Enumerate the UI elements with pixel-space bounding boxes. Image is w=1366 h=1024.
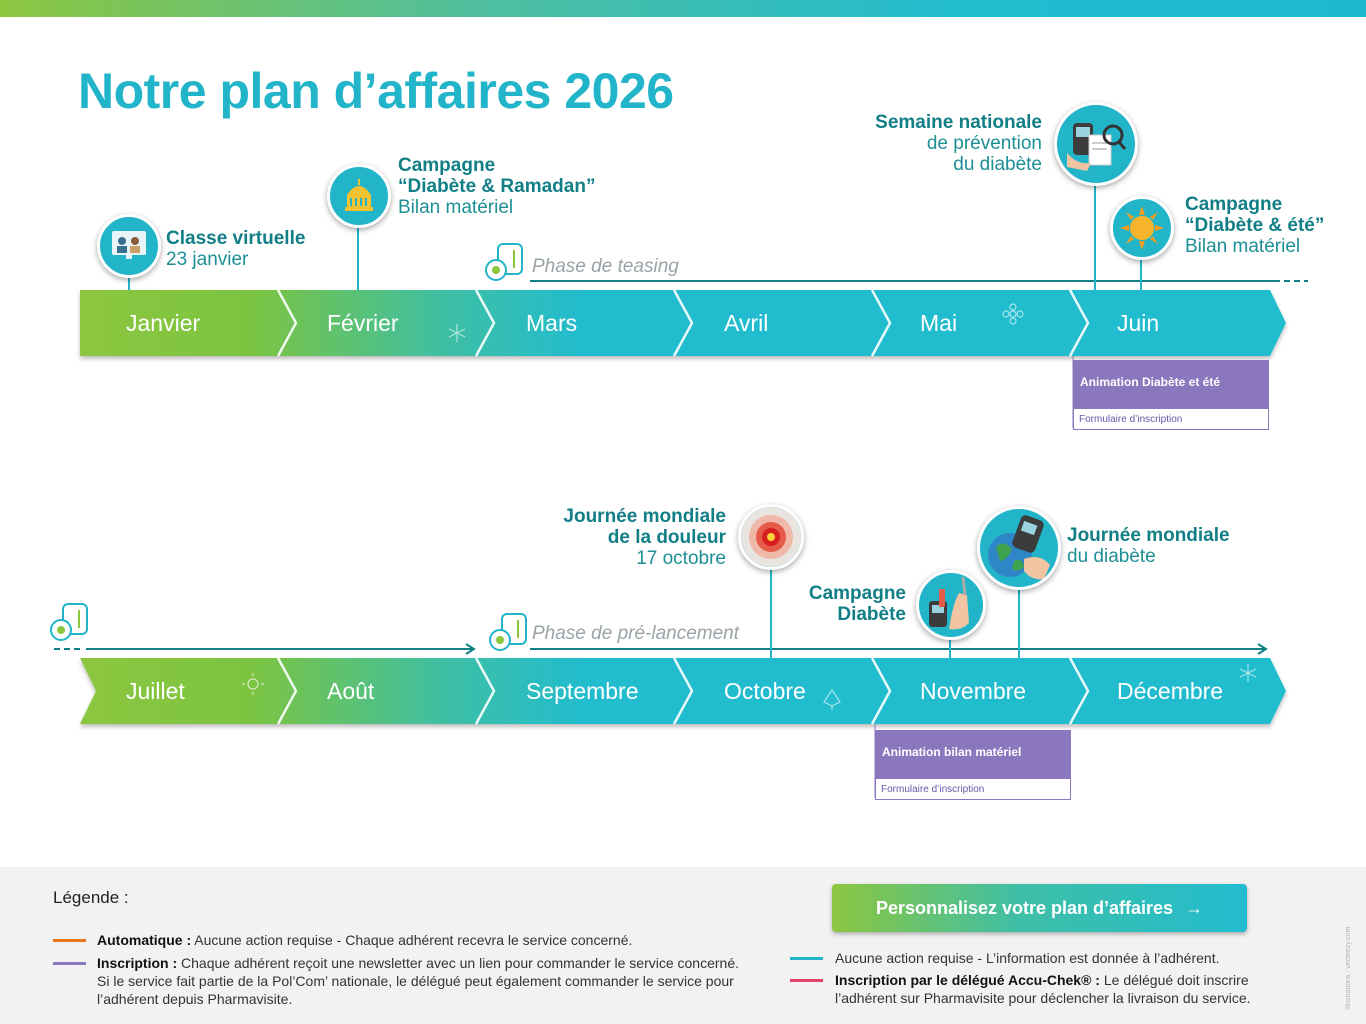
event-campagne-ete: Campagne “Diabète & été” Bilan matériel <box>1185 194 1324 257</box>
month-juillet: Juillet <box>126 678 185 704</box>
month-mai: Mai <box>920 310 958 336</box>
event-subtitle: du diabète <box>1067 546 1156 567</box>
legend-label: Automatique : <box>97 932 192 948</box>
event-campagne-diabete: Campagne Diabète <box>780 583 906 625</box>
launch-icon <box>50 603 88 641</box>
animation-box-diabete-ete: Animation Diabète et été Formulaire d’in… <box>1073 360 1269 430</box>
legend-line-purple <box>53 962 86 965</box>
legend-label: Inscription : <box>97 955 178 971</box>
animation-title: Animation Diabète et été <box>1074 361 1268 409</box>
event-subtitle: Bilan matériel <box>398 197 514 218</box>
cta-label: Personnalisez votre plan d’affaires <box>875 897 1174 918</box>
month-mars: Mars <box>526 310 578 336</box>
event-title: “Diabète & été” <box>1185 215 1325 236</box>
legend-text: Aucune action requise - L’information es… <box>835 950 1220 966</box>
animation-box-bilan-materiel: Animation bilan matériel Formulaire d’in… <box>875 730 1071 800</box>
arrow-right-icon: → <box>1185 897 1204 918</box>
event-subtitle: du diabète <box>953 154 1042 175</box>
legend-text: Le délégué doit inscrire <box>1103 972 1249 988</box>
illustration-credit: Illustrations : vecteezy.com <box>1345 926 1352 1010</box>
event-subtitle: de prévention <box>926 133 1042 154</box>
flower-icon <box>1002 303 1024 325</box>
month-janvier: Janvier <box>126 310 201 336</box>
month-decembre: Décembre <box>1117 678 1224 704</box>
legend-line-pink <box>790 979 823 982</box>
personalize-plan-button[interactable]: Personnalisez votre plan d’affaires → <box>832 884 1247 932</box>
pain-target-icon <box>738 504 804 570</box>
event-date: 23 janvier <box>166 249 249 270</box>
legend-information: Aucune action requise - L’information es… <box>835 949 1219 967</box>
month-aout: Août <box>327 678 375 704</box>
event-date: 17 octobre <box>636 548 726 569</box>
event-subtitle: Bilan matériel <box>1185 236 1301 257</box>
timeline-bar-row2 <box>80 658 1286 724</box>
event-title: Journée mondiale <box>563 506 726 527</box>
event-title: Campagne <box>1185 194 1283 215</box>
legend-title: Légende : <box>53 888 129 907</box>
page-title: Notre plan d’affaires 2026 <box>78 63 674 119</box>
mosque-icon <box>327 164 391 228</box>
event-title: “Diabète & Ramadan” <box>398 176 596 197</box>
registration-form-link[interactable]: Formulaire d’inscription <box>881 784 985 795</box>
leaf-icon <box>823 688 841 710</box>
animation-title: Animation bilan matériel <box>876 731 1070 779</box>
legend-text: l’adhérent sur Pharmavisite pour déclenc… <box>835 990 1251 1006</box>
event-title: Campagne <box>808 583 906 604</box>
phase-label-pre-lancement: Phase de pré-lancement <box>532 623 740 644</box>
globe-meter-icon <box>977 506 1061 590</box>
legend-inscription: Inscription : Chaque adhérent reçoit une… <box>97 954 757 1008</box>
event-campagne-ramadan: Campagne “Diabète & Ramadan” Bilan matér… <box>398 155 595 218</box>
event-title: de la douleur <box>607 527 726 548</box>
legend-line-teal <box>790 957 823 960</box>
month-fevrier: Février <box>327 310 399 336</box>
month-septembre: Septembre <box>526 678 639 704</box>
registration-form-link[interactable]: Formulaire d’inscription <box>1079 414 1183 425</box>
month-avril: Avril <box>724 310 769 336</box>
event-title: Semaine nationale <box>875 112 1042 133</box>
legend-label: Inscription par le délégué Accu-Chek® : <box>835 972 1100 988</box>
event-classe-virtuelle: Classe virtuelle 23 janvier <box>166 228 305 270</box>
timeline-bar-row1 <box>80 290 1286 356</box>
event-title: Classe virtuelle <box>166 228 306 249</box>
month-novembre: Novembre <box>920 678 1027 704</box>
snowflake-icon <box>448 324 466 342</box>
launch-icon <box>485 243 523 281</box>
glucose-meter-magnifier-icon <box>1054 102 1138 186</box>
event-title: Journée mondiale <box>1067 525 1230 546</box>
sun-icon <box>1110 196 1174 260</box>
event-title: Diabète <box>837 604 906 625</box>
launch-icon <box>489 613 527 651</box>
phase-label-teasing: Phase de teasing <box>532 256 679 277</box>
month-juin: Juin <box>1117 310 1160 336</box>
video-call-icon <box>97 214 161 278</box>
legend-text: Aucune action requise - Chaque adhérent … <box>194 932 633 948</box>
top-gradient-bar <box>0 0 1366 17</box>
legend-text: l’adhérent depuis Pharmavisite. <box>97 991 293 1007</box>
snowflake-icon <box>1239 664 1257 682</box>
legend-line-orange <box>53 939 86 942</box>
sun-outline-icon <box>242 673 264 695</box>
event-journee-diabete: Journée mondiale du diabète <box>1067 525 1230 567</box>
insulin-pen-meter-icon <box>916 570 986 640</box>
event-title: Campagne <box>398 155 496 176</box>
event-journee-douleur: Journée mondiale de la douleur 17 octobr… <box>520 506 726 569</box>
legend-text: Chaque adhérent reçoit une newsletter av… <box>181 955 739 971</box>
legend-automatique: Automatique : Aucune action requise - Ch… <box>97 931 632 949</box>
legend-inscription-delegue: Inscription par le délégué Accu-Chek® : … <box>835 971 1265 1007</box>
event-semaine-nationale: Semaine nationale de prévention du diabè… <box>846 112 1042 175</box>
legend-text: Si le service fait partie de la Pol’Com’… <box>97 973 734 989</box>
month-octobre: Octobre <box>724 678 806 704</box>
